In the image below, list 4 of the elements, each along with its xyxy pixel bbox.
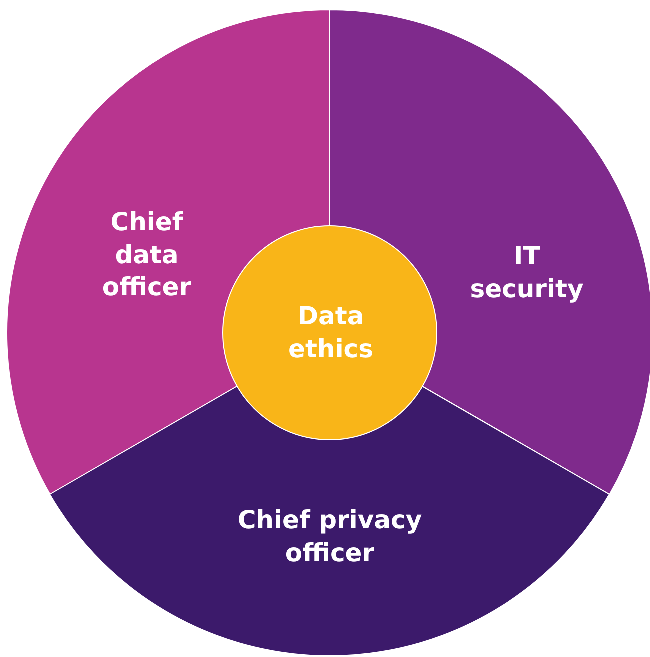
segment-label: IT security — [469, 240, 585, 305]
segment-label: Data ethics — [288, 300, 374, 365]
segment-label: Chief data officer — [101, 206, 193, 304]
segment-label: Chief privacy officer — [236, 504, 424, 569]
